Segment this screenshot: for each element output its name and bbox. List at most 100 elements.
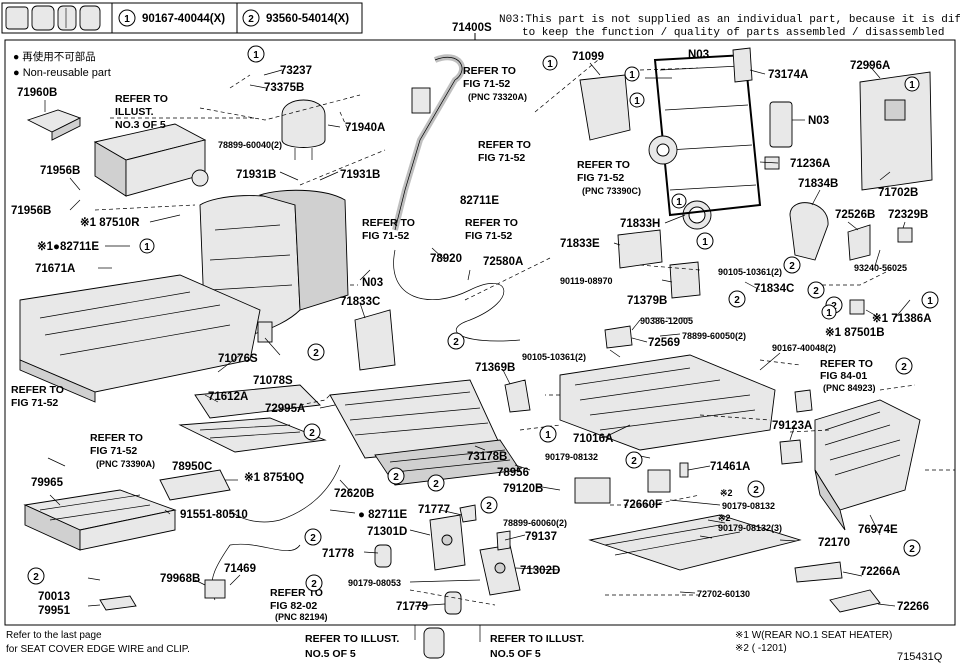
svg-text:REFER TO: REFER TO <box>478 139 531 151</box>
part-82711E: ※1●82711E <box>37 240 99 253</box>
part-90179-08053: 90179-08053 <box>348 578 401 588</box>
svg-text:1: 1 <box>124 14 130 25</box>
part-72620B: 72620B <box>334 488 374 500</box>
svg-text:2: 2 <box>309 428 315 439</box>
part-71931B-a: 71931B <box>236 169 276 181</box>
footer-note-left-1: Refer to the last page <box>6 630 102 641</box>
svg-text:(PNC 84923): (PNC 84923) <box>823 383 876 393</box>
part-71469: 71469 <box>224 563 256 575</box>
part-71833C: 71833C <box>340 296 380 308</box>
part-82711E-b: ● 82711E <box>358 509 407 521</box>
part-N03-a: N03 <box>362 277 383 289</box>
part-71301D: 71301D <box>367 526 407 538</box>
svg-text:FIG 82-02: FIG 82-02 <box>270 600 317 612</box>
part-82711E-c: 82711E <box>460 195 499 207</box>
part-71302D: 71302D <box>520 565 560 577</box>
svg-text:2: 2 <box>453 337 459 348</box>
svg-text:REFER TO: REFER TO <box>577 159 630 171</box>
part-71833E: 71833E <box>560 238 600 250</box>
svg-text:2: 2 <box>33 572 39 583</box>
part-90179-08132-b: 90179-08132 <box>722 501 775 511</box>
footer-ref-illust-a: REFER TO ILLUST. <box>305 633 399 645</box>
right-drawings <box>648 47 933 613</box>
svg-text:2: 2 <box>631 456 637 467</box>
part-78920: 78920 <box>430 253 462 265</box>
part-73178B: 73178B <box>467 451 507 463</box>
part-71956B-b: 71956B <box>11 205 51 217</box>
part-90179-08132-c: 90179-08132(3) <box>718 523 782 533</box>
part-71379B: 71379B <box>627 295 667 307</box>
svg-text:REFER TO: REFER TO <box>820 358 873 370</box>
part-72996A: 72996A <box>850 60 890 72</box>
left-drawings <box>19 109 349 611</box>
svg-text:FIG 71-52: FIG 71-52 <box>478 152 525 164</box>
part-90386-12005: 90386-12005 <box>640 316 693 326</box>
part-71834C: 71834C <box>754 283 794 295</box>
svg-text:1: 1 <box>547 59 553 70</box>
svg-text:(PNC 73390C): (PNC 73390C) <box>582 186 641 196</box>
legend-part-1: 90167-40044(X) <box>142 13 225 25</box>
part-71940A: 71940A <box>345 122 385 134</box>
svg-text:FIG 71-52: FIG 71-52 <box>465 230 512 242</box>
part-71016A: 71016A <box>573 433 613 445</box>
legend-reusable-jp: ● 再使用不可部品 <box>13 50 96 63</box>
part-73237: 73237 <box>280 65 312 77</box>
footer-ref-illust-b: REFER TO ILLUST. <box>490 633 584 645</box>
part-90167-40048: 90167-40048(2) <box>772 343 836 353</box>
svg-text:1: 1 <box>634 96 640 107</box>
svg-text:FIG 71-52: FIG 71-52 <box>11 397 58 409</box>
part-labels: 71960B REFER TO ILLUST. NO.3 OF 5 71956B… <box>11 49 932 622</box>
svg-text:FIG 71-52: FIG 71-52 <box>463 78 510 90</box>
part-73174A: 73174A <box>768 69 808 81</box>
legend-part-2: 93560-54014(X) <box>266 13 349 25</box>
svg-text:(PNC 73320A): (PNC 73320A) <box>468 92 527 102</box>
part-71671A: 71671A <box>35 263 75 275</box>
figure-id: 715431Q <box>897 651 943 663</box>
part-73375B: 73375B <box>264 82 304 94</box>
part-71076S: 71076S <box>218 353 258 365</box>
part-72569: 72569 <box>648 337 680 349</box>
footer-pad-icon <box>423 627 445 659</box>
svg-text:(PNC 73390A): (PNC 73390A) <box>96 459 155 469</box>
footer-note-date: ※2 ( -1201) <box>735 643 787 654</box>
part-71778: 71778 <box>322 548 355 560</box>
part-72660F: 72660F <box>623 499 662 511</box>
svg-text:1: 1 <box>826 308 832 319</box>
footer-note-heater: ※1 W(REAR NO.1 SEAT HEATER) <box>735 630 892 641</box>
part-93240-56025: 93240-56025 <box>854 263 907 273</box>
part-72702-60130: 72702-60130 <box>697 589 750 599</box>
svg-text:2: 2 <box>909 544 915 555</box>
svg-text:2: 2 <box>813 286 819 297</box>
header-legend-box: 1 90167-40044(X) 2 93560-54014(X) <box>1 2 363 34</box>
leader-lines <box>44 62 911 607</box>
part-72526B: 72526B <box>835 209 875 221</box>
svg-text:2: 2 <box>313 348 319 359</box>
part-72329B: 72329B <box>888 209 928 221</box>
svg-text:REFER TO: REFER TO <box>362 217 415 229</box>
svg-text:ILLUST.: ILLUST. <box>115 106 154 118</box>
part-71461A: 71461A <box>710 461 750 473</box>
part-N03-b: N03 <box>688 49 709 61</box>
svg-text:1: 1 <box>629 70 635 81</box>
part-91551-80510: 91551-80510 <box>180 509 248 521</box>
svg-text:1: 1 <box>927 296 933 307</box>
part-90119-08970: 90119-08970 <box>560 276 613 286</box>
part-78899-60040: 78899-60040(2) <box>218 140 282 150</box>
group-lines <box>94 59 955 606</box>
callout-circles: 1 1 2 2 2 1 2 2 2 2 2 2 2 1 1 1 1 1 2 2 … <box>27 45 939 592</box>
part-87510R: ※1 87510R <box>80 216 140 229</box>
svg-text:2: 2 <box>433 479 439 490</box>
part-72170: 72170 <box>818 537 850 549</box>
svg-text:2: 2 <box>248 14 254 25</box>
svg-text:1: 1 <box>676 197 682 208</box>
svg-text:REFER TO: REFER TO <box>465 217 518 229</box>
svg-text:FIG 71-52: FIG 71-52 <box>577 172 624 184</box>
svg-text:(PNC 82194): (PNC 82194) <box>275 612 328 622</box>
center-drawings <box>281 54 802 615</box>
part-78899-60060: 78899-60060(2) <box>503 518 567 528</box>
svg-text:NO.5 OF 5: NO.5 OF 5 <box>490 648 541 660</box>
part-90179-08132-a: 90179-08132 <box>545 452 598 462</box>
svg-text:1: 1 <box>253 50 259 61</box>
svg-text:REFER TO: REFER TO <box>115 93 168 105</box>
part-71956B-a: 71956B <box>40 165 80 177</box>
